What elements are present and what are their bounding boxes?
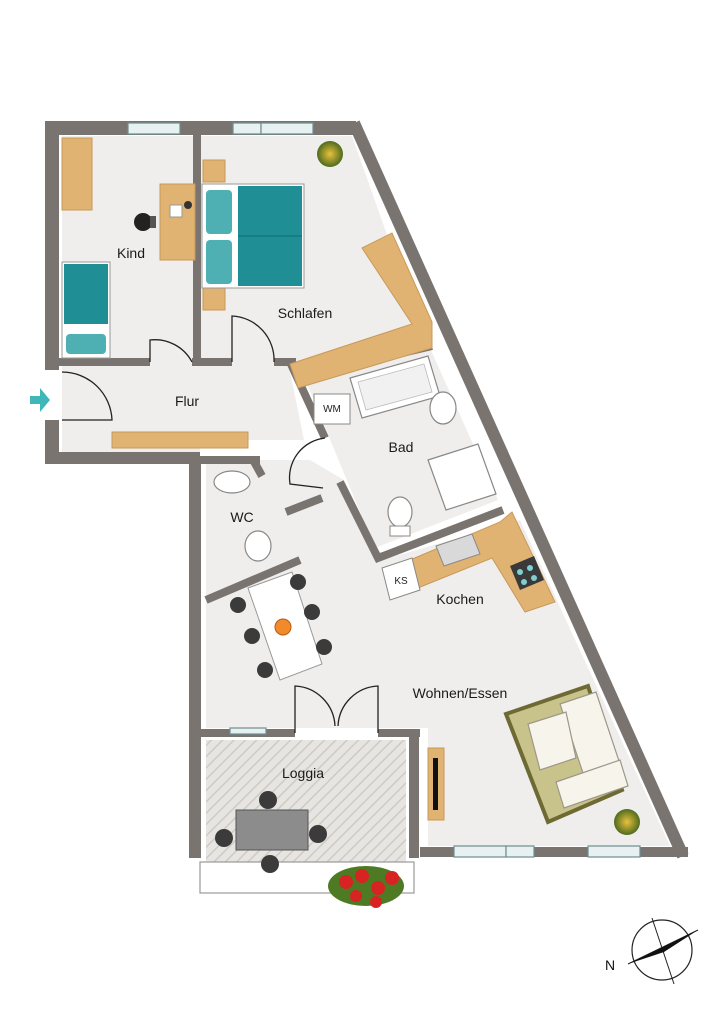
tv-unit [427,747,445,821]
compass: N [605,917,699,985]
doors [61,315,379,733]
plant-schlafen [317,141,343,167]
loggia-table [215,791,327,873]
wall-wc-right-lower [284,494,324,516]
nightstand-1 [202,159,226,183]
entrance-arrow-icon [30,388,50,412]
room-label-kochen: Kochen [436,591,483,607]
plant-wohnen [614,809,640,835]
door-kind [149,339,193,363]
dining-table [247,571,323,681]
window-schlafen-1 [232,122,262,135]
desk-kind [159,183,196,261]
door-bad [288,437,326,489]
room-label-wohnen-essen: Wohnen/Essen [413,685,508,701]
window-kind [127,122,181,135]
nightstand-2 [202,287,226,311]
room-labels: Kind Schlafen Flur Bad WC Kochen Wohnen/… [117,245,507,781]
compass-circle [631,919,693,981]
wall-bad-lower [336,480,505,564]
room-label-schlafen: Schlafen [278,305,332,321]
wc-washbasin [213,470,251,494]
window-loggia [229,727,267,735]
door-entry [61,371,113,421]
kitchen-stove [510,556,544,590]
window-wohnen-2 [505,845,535,858]
door-schlafen [231,315,275,363]
compass-needle-icon [628,930,698,964]
wardrobe-kind [61,137,93,211]
door-loggia-left [294,685,336,733]
door-loggia-right [337,685,379,733]
shelf-flur [111,431,249,449]
fridge: KS [381,557,421,601]
wall-wc-bottom [204,556,302,604]
room-label-flur: Flur [175,393,199,409]
room-label-bad: Bad [389,439,414,455]
window-wohnen-1 [453,845,507,858]
room-label-wc: WC [230,509,253,525]
desk-chair [134,201,192,231]
wardrobe-schlafen [289,232,433,389]
sofa [527,691,629,809]
kitchen-sink [435,533,481,567]
dining-chairs [230,574,332,678]
fridge-label: KS [394,576,408,587]
bed-schlafen [201,183,305,289]
bad-toilet [387,496,413,537]
compass-north-label: N [605,957,615,973]
room-label-loggia: Loggia [282,765,324,781]
bathtub [349,355,441,419]
plant-loggia-flowers [328,866,404,908]
washing-machine: WM [313,393,351,425]
room-label-kind: Kind [117,245,145,261]
window-schlafen-2 [260,122,314,135]
washing-machine-label: WM [323,404,341,415]
wc-toilet [244,530,272,562]
bed-kind [61,261,111,359]
wall-wc-right [248,456,266,478]
wall-diagonal [348,120,689,859]
window-wohnen-3 [587,845,641,858]
bad-washbasin [429,391,457,425]
shower [427,443,497,511]
